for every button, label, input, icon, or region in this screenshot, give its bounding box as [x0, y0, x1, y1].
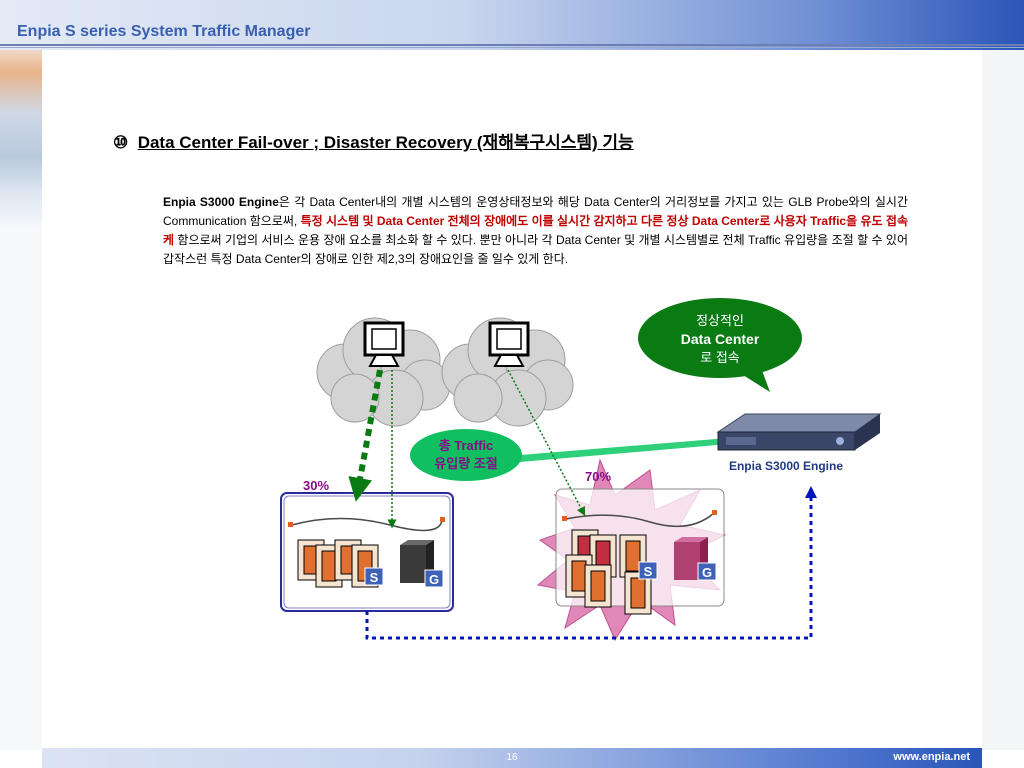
- probe-connection-line: [365, 486, 817, 640]
- badge-s-label: S: [644, 564, 653, 579]
- server-rack-group-left: [297, 539, 379, 588]
- badge-s-right: S: [638, 561, 658, 580]
- badge-g-label: G: [702, 565, 712, 580]
- traffic-arrow-thin-right: [507, 369, 586, 516]
- page-number: 16: [506, 752, 518, 763]
- bubble-traffic-control: 총 Traffic 유입량 조절: [410, 429, 522, 481]
- badge-g-left: G: [424, 569, 444, 588]
- decorative-strip: [0, 50, 42, 230]
- badge-s-left: S: [364, 567, 384, 586]
- engine-label: Enpia S3000 Engine: [729, 459, 843, 473]
- badge-s-label: S: [370, 570, 379, 585]
- header-bar: Enpia S series System Traffic Manager: [0, 0, 1024, 50]
- para-text-1: 은 각 Data Center내의 개별 시스템의 운영상태정보와 해당 Dat…: [163, 195, 908, 228]
- header-divider: [0, 44, 1024, 46]
- pct-right: 70%: [585, 469, 611, 484]
- pct-left: 30%: [303, 478, 329, 493]
- section-heading: ⑩ Data Center Fail-over ; Disaster Recov…: [113, 128, 634, 153]
- badge-g-right: G: [697, 562, 717, 581]
- header-divider-thin: [0, 47, 1024, 48]
- bubble-traffic-line2: 유입량 조절: [434, 456, 497, 471]
- enpia-engine-appliance: [716, 413, 882, 451]
- bubble-top-line1: 정상적인: [696, 313, 744, 328]
- para-engine-name: Enpia S3000 Engine: [163, 195, 279, 209]
- network-line-left: [291, 517, 443, 532]
- network-line-right: [565, 512, 715, 528]
- bubble-top-line3: 로 접속: [700, 350, 740, 365]
- para-highlight: 특정 시스템 및 Data Center 전체의 장애에도 이를 실시간 감지하…: [163, 214, 909, 247]
- website-link[interactable]: www.enpia.net: [893, 751, 970, 763]
- para-text-2: 함으로써 기업의 서비스 운용 장애 요소를 최소화 할 수 있다. 뿐만 아니…: [163, 233, 908, 266]
- monitor-icon: [363, 321, 405, 367]
- bubble-top-line2: Data Center: [681, 331, 760, 347]
- section-number: ⑩: [113, 133, 129, 152]
- description-paragraph: Enpia S3000 Engine은 각 Data Center내의 개별 시…: [163, 193, 908, 269]
- bubble-normal-connection: 정상적인 Data Center 로 접속: [638, 298, 802, 392]
- traffic-arrow-main: [348, 369, 383, 502]
- badge-g-label: G: [429, 572, 439, 587]
- footer-bar: 16 www.enpia.net: [42, 748, 982, 768]
- section-heading-text: Data Center Fail-over ; Disaster Recover…: [137, 133, 634, 152]
- bubble-traffic-line1: 총 Traffic: [439, 438, 494, 453]
- traffic-beam: [520, 437, 740, 462]
- right-sidebar: [982, 50, 1024, 750]
- page-title: Enpia S series System Traffic Manager: [17, 23, 311, 40]
- monitor-icon: [488, 321, 530, 367]
